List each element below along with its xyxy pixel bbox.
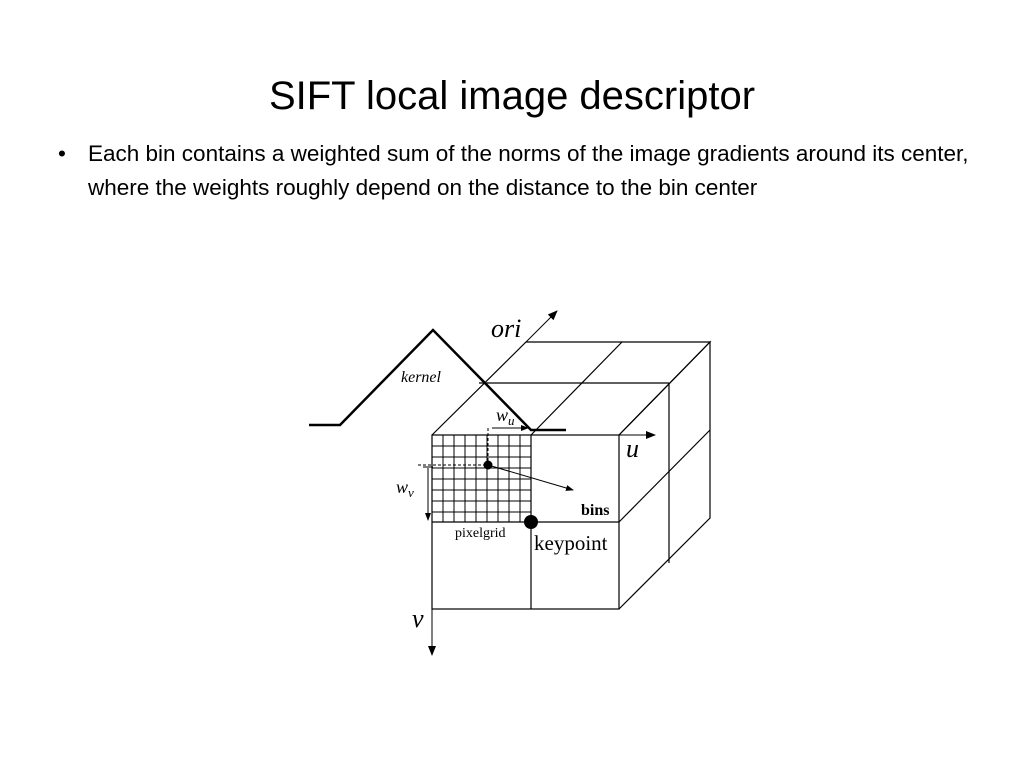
wu-label: wu: [496, 405, 515, 428]
bullet-item: • Each bin contains a weighted sum of th…: [58, 137, 978, 205]
pixelgrid-label: pixelgrid: [455, 526, 506, 541]
wv-label: wv: [396, 477, 414, 500]
cube-right-mid-horizontal: [618, 429, 711, 523]
cube-top-depth-line: [530, 341, 623, 436]
slide-title: SIFT local image descriptor: [268, 74, 756, 118]
gradient-arrow: [487, 464, 574, 491]
v-axis-label: v: [412, 604, 424, 633]
bins-label: bins: [581, 502, 609, 519]
ori-axis-arrow: [525, 310, 558, 343]
bullet-text: Each bin contains a weighted sum of the …: [88, 141, 969, 200]
kernel-label: kernel: [401, 369, 442, 386]
keypoint-marker: [524, 515, 538, 529]
ori-label: ori: [491, 314, 521, 343]
pixel-grid: [431, 434, 532, 523]
kernel-curve: [309, 328, 566, 432]
bins-cube: [431, 340, 712, 610]
weight-guides: [418, 428, 489, 466]
sift-descriptor-diagram: ori kernel wu wv u v bins pixelgrid keyp…: [309, 310, 712, 656]
cube-top-face: [431, 341, 712, 436]
bullet-icon: •: [58, 141, 66, 166]
bullet-list: • Each bin contains a weighted sum of th…: [58, 137, 978, 205]
u-axis-label: u: [626, 434, 639, 463]
keypoint-label: keypoint: [534, 531, 608, 555]
